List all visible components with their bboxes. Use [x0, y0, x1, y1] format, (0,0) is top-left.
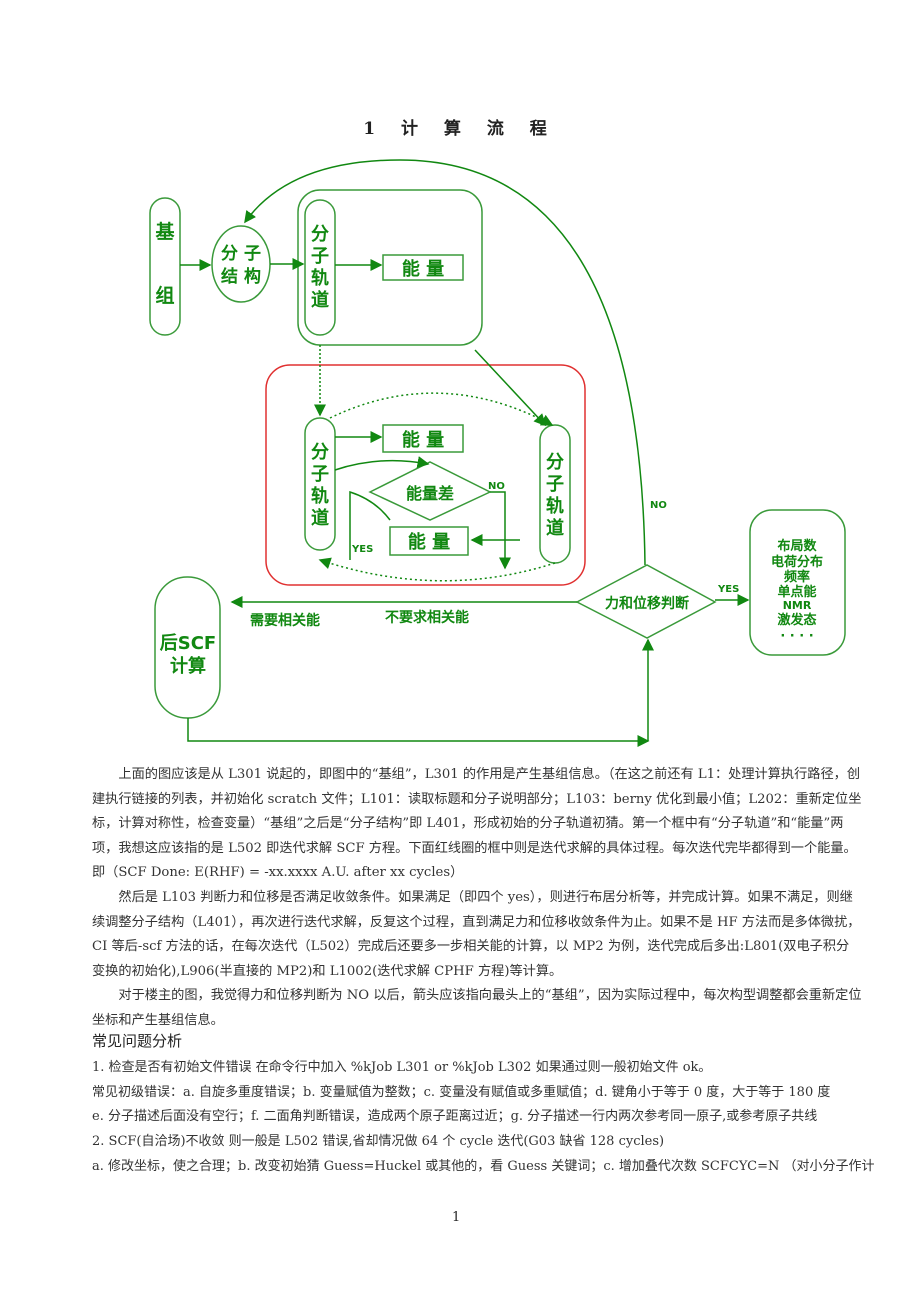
paragraph-1: 上面的图应该是从 L301 说起的，即图中的“基组”，L301 的作用是产生基组… — [92, 767, 862, 880]
energy-label: 能 量 — [408, 531, 450, 553]
energy-diff-label: 能量差 — [406, 484, 454, 503]
orbital-char: 道 — [311, 507, 329, 529]
yes-label: YES — [351, 544, 373, 555]
results-box — [749, 509, 846, 656]
page-number: 1 — [452, 1210, 461, 1225]
energy-label: 能 量 — [402, 258, 444, 280]
basis-node — [149, 197, 181, 336]
orbital-char: 子 — [311, 464, 329, 485]
no-label-2: NO — [650, 500, 667, 511]
text-line: 常见初级错误：a. 自旋多重度错误；b. 变量赋值为整数；c. 变量没有赋值或多… — [92, 1085, 831, 1100]
post-scf-label-2: 计算 — [170, 655, 206, 677]
orbital-char: 轨 — [546, 495, 564, 517]
text-line: a. 修改坐标，使之合理；b. 改变初始猜 Guess=Huckel 或其他的，… — [92, 1159, 875, 1174]
iteration-box — [265, 364, 586, 586]
text-line: e. 分子描述后面没有空行；f. 二面角判断错误，造成两个原子距离过近；g. 分… — [92, 1109, 818, 1124]
orbital-node — [304, 199, 336, 336]
orbital-char: 子 — [311, 246, 329, 267]
orbital-char: 轨 — [311, 485, 329, 507]
orbital-char: 子 — [546, 474, 564, 495]
judge-diamond — [575, 564, 717, 639]
structure-label-2: 结 构 — [221, 266, 261, 287]
basis-label-bottom: 组 — [155, 284, 174, 307]
result-item: 单点能 — [777, 584, 816, 600]
no-label: NO — [488, 481, 505, 492]
energy-box-1 — [382, 254, 464, 281]
yes-label-2: YES — [717, 584, 739, 595]
text-line: 1. 检查是否有初始文件错误 在命令行中加入 %kJob L301 or %kJ… — [92, 1060, 712, 1075]
page-title: 1 计 算 流 程 — [363, 119, 557, 139]
result-item: · · · · — [780, 629, 813, 644]
result-item: 激发态 — [777, 612, 816, 628]
result-item: NMR — [783, 599, 812, 612]
judge-label: 力和位移判断 — [605, 595, 689, 612]
orbital-char: 轨 — [311, 267, 329, 289]
orbital-char: 分 — [311, 442, 329, 463]
energy-box-2 — [382, 424, 464, 453]
result-item: 频率 — [784, 569, 810, 585]
energy-label: 能 量 — [402, 429, 444, 451]
need-corr-label: 需要相关能 — [250, 612, 320, 629]
flow-diagram: 基 组 分 子 结 构 分 子 轨 道 分 子 轨 道 分 子 轨 道 能 量 … — [149, 159, 846, 747]
orbital-char: 道 — [311, 289, 329, 311]
text-line: 2. SCF(自洽场)不收敛 则一般是 L502 错误,省却情况做 64 个 c… — [92, 1134, 665, 1149]
orbital-node-2 — [304, 417, 336, 551]
paragraph-3: 对于楼主的图，我觉得力和位移判断为 NO 以后，箭头应该指向最头上的“基组”，因… — [92, 988, 862, 1028]
orbital-char: 道 — [546, 517, 564, 539]
paragraph-2: 然后是 L103 判断力和位移是否满足收敛条件。如果满足（即四个 yes），则进… — [92, 890, 861, 979]
section-heading: 常见问题分析 — [92, 1032, 183, 1050]
result-item: 电荷分布 — [771, 554, 823, 570]
energy-box-3 — [389, 526, 469, 556]
orbital-char: 分 — [546, 452, 564, 473]
structure-node — [211, 225, 271, 303]
basis-label-top: 基 — [154, 220, 175, 243]
no-corr-label: 不要求相关能 — [385, 609, 469, 626]
structure-label-1: 分 子 — [221, 244, 261, 264]
post-scf-label-1: 后SCF — [160, 633, 216, 654]
result-item: 布局数 — [777, 538, 817, 554]
orbital-char: 分 — [311, 224, 329, 245]
